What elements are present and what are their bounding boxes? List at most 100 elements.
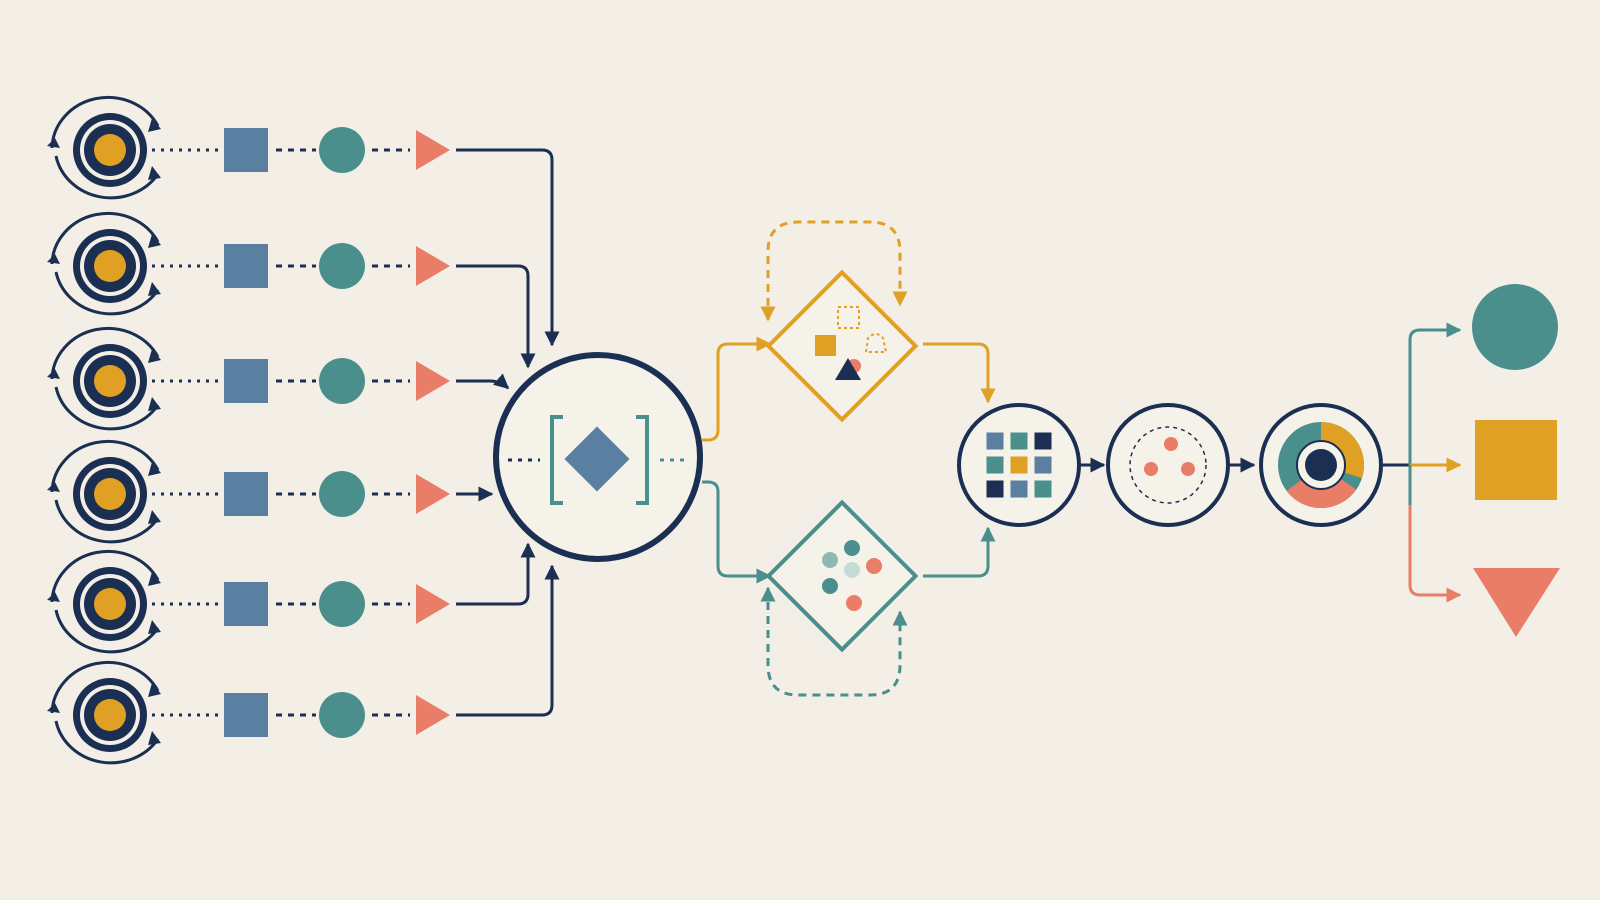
upper-diamond-node[interactable] (765, 269, 919, 423)
square-icon[interactable] (224, 244, 268, 288)
cycle-arrowhead (47, 138, 60, 148)
cycle-arrowhead (148, 731, 161, 745)
square-icon[interactable] (224, 693, 268, 737)
circle-icon[interactable] (319, 471, 365, 517)
dashed-square-icon (837, 306, 860, 329)
lower-branch (702, 480, 996, 697)
triangle-icon[interactable] (416, 130, 450, 170)
output-square-icon[interactable] (1475, 420, 1557, 500)
amber-square-icon (815, 335, 836, 356)
lower-diamond-node[interactable] (765, 499, 919, 653)
input-row (47, 439, 450, 544)
square-icon[interactable] (224, 582, 268, 626)
connector-row-3 (456, 373, 510, 390)
cycle-arrowhead (148, 683, 161, 697)
grid-cell (1010, 432, 1028, 450)
circle-icon[interactable] (319, 358, 365, 404)
cycle-arc-bottom (54, 720, 160, 765)
connector-row-2 (456, 264, 536, 369)
cluster-dot-left (1144, 462, 1158, 476)
hub-node[interactable] (493, 352, 703, 562)
connector-row-5 (456, 542, 536, 606)
donut-stage-node[interactable] (1259, 403, 1383, 527)
circle-icon[interactable] (319, 692, 365, 738)
lower-feedback-loop (760, 586, 908, 697)
donut-target-icon (1278, 422, 1364, 508)
lower-branch-connector-in (702, 480, 772, 584)
cycle-target-icon[interactable] (47, 549, 161, 654)
cycle-arc-top (50, 326, 160, 380)
grid-cell (1010, 480, 1028, 498)
cycle-arrowhead (47, 482, 60, 492)
grid-cell (986, 480, 1004, 498)
cycle-arc-bottom (54, 499, 160, 544)
dot-cluster-dot (844, 562, 860, 578)
cycle-arc-top (50, 549, 160, 603)
cycle-arrowhead (148, 462, 161, 476)
triangle-icon[interactable] (416, 361, 450, 401)
connector-output-triangle (1408, 505, 1462, 603)
cluster-dot-right (1181, 462, 1195, 476)
cycle-arrowhead (148, 349, 161, 363)
input-row (47, 211, 450, 316)
cycle-arrowhead (47, 592, 60, 602)
input-row (47, 326, 450, 431)
cluster-stage-node[interactable] (1106, 403, 1230, 527)
input-row (47, 549, 450, 654)
cycle-target-icon[interactable] (47, 660, 161, 765)
cycle-arrowhead (148, 166, 161, 180)
cycle-target-icon[interactable] (47, 326, 161, 431)
grid-cell (986, 456, 1004, 474)
cycle-arrowhead (148, 282, 161, 296)
cycle-arc-top (50, 439, 160, 493)
grid-cell (986, 432, 1004, 450)
circle-icon[interactable] (319, 581, 365, 627)
cycle-arc-top (50, 211, 160, 265)
target-core (94, 478, 126, 510)
triangle-icon[interactable] (416, 246, 450, 286)
target-core (94, 365, 126, 397)
connector-row-1 (456, 148, 560, 347)
dot-cluster-dot (866, 558, 882, 574)
cycle-target-icon[interactable] (47, 211, 161, 316)
cycle-arrowhead (148, 118, 161, 132)
grid-cell (1034, 456, 1052, 474)
upper-feedback-loop (760, 220, 908, 322)
grid-cell (1034, 480, 1052, 498)
cycle-arc-top (50, 660, 160, 714)
cycle-arrowhead (47, 703, 60, 713)
grid-stage-node[interactable] (957, 403, 1081, 527)
circle-icon[interactable] (319, 243, 365, 289)
converging-connectors (456, 148, 560, 717)
cycle-arrowhead (148, 234, 161, 248)
dark-triangle-icon (835, 358, 861, 380)
input-row (47, 95, 450, 200)
square-icon[interactable] (224, 472, 268, 516)
target-core (94, 588, 126, 620)
cycle-arc-bottom (54, 386, 160, 431)
cycle-arc-bottom (54, 155, 160, 200)
cycle-arrowhead (148, 397, 161, 411)
dashed-bell-icon (864, 333, 888, 353)
triangle-icon[interactable] (416, 474, 450, 514)
target-core (94, 699, 126, 731)
cycle-arrowhead (47, 254, 60, 264)
grid-cell (1010, 456, 1028, 474)
output-triangle-down-icon[interactable] (1473, 568, 1560, 637)
cycle-target-icon[interactable] (47, 95, 161, 200)
circle-icon[interactable] (319, 127, 365, 173)
upper-branch (702, 220, 996, 442)
cycle-arrowhead (148, 510, 161, 524)
connector-row-6 (456, 564, 560, 717)
cluster-dot-top (1164, 437, 1178, 451)
triangle-icon[interactable] (416, 695, 450, 735)
target-core (94, 134, 126, 166)
cycle-target-icon[interactable] (47, 439, 161, 544)
output-circle-icon[interactable] (1472, 284, 1558, 370)
cycle-arc-bottom (54, 271, 160, 316)
square-icon[interactable] (224, 128, 268, 172)
square-icon[interactable] (224, 359, 268, 403)
cycle-arrowhead (148, 620, 161, 634)
triangle-icon[interactable] (416, 584, 450, 624)
upper-branch-connector-out (923, 342, 996, 404)
